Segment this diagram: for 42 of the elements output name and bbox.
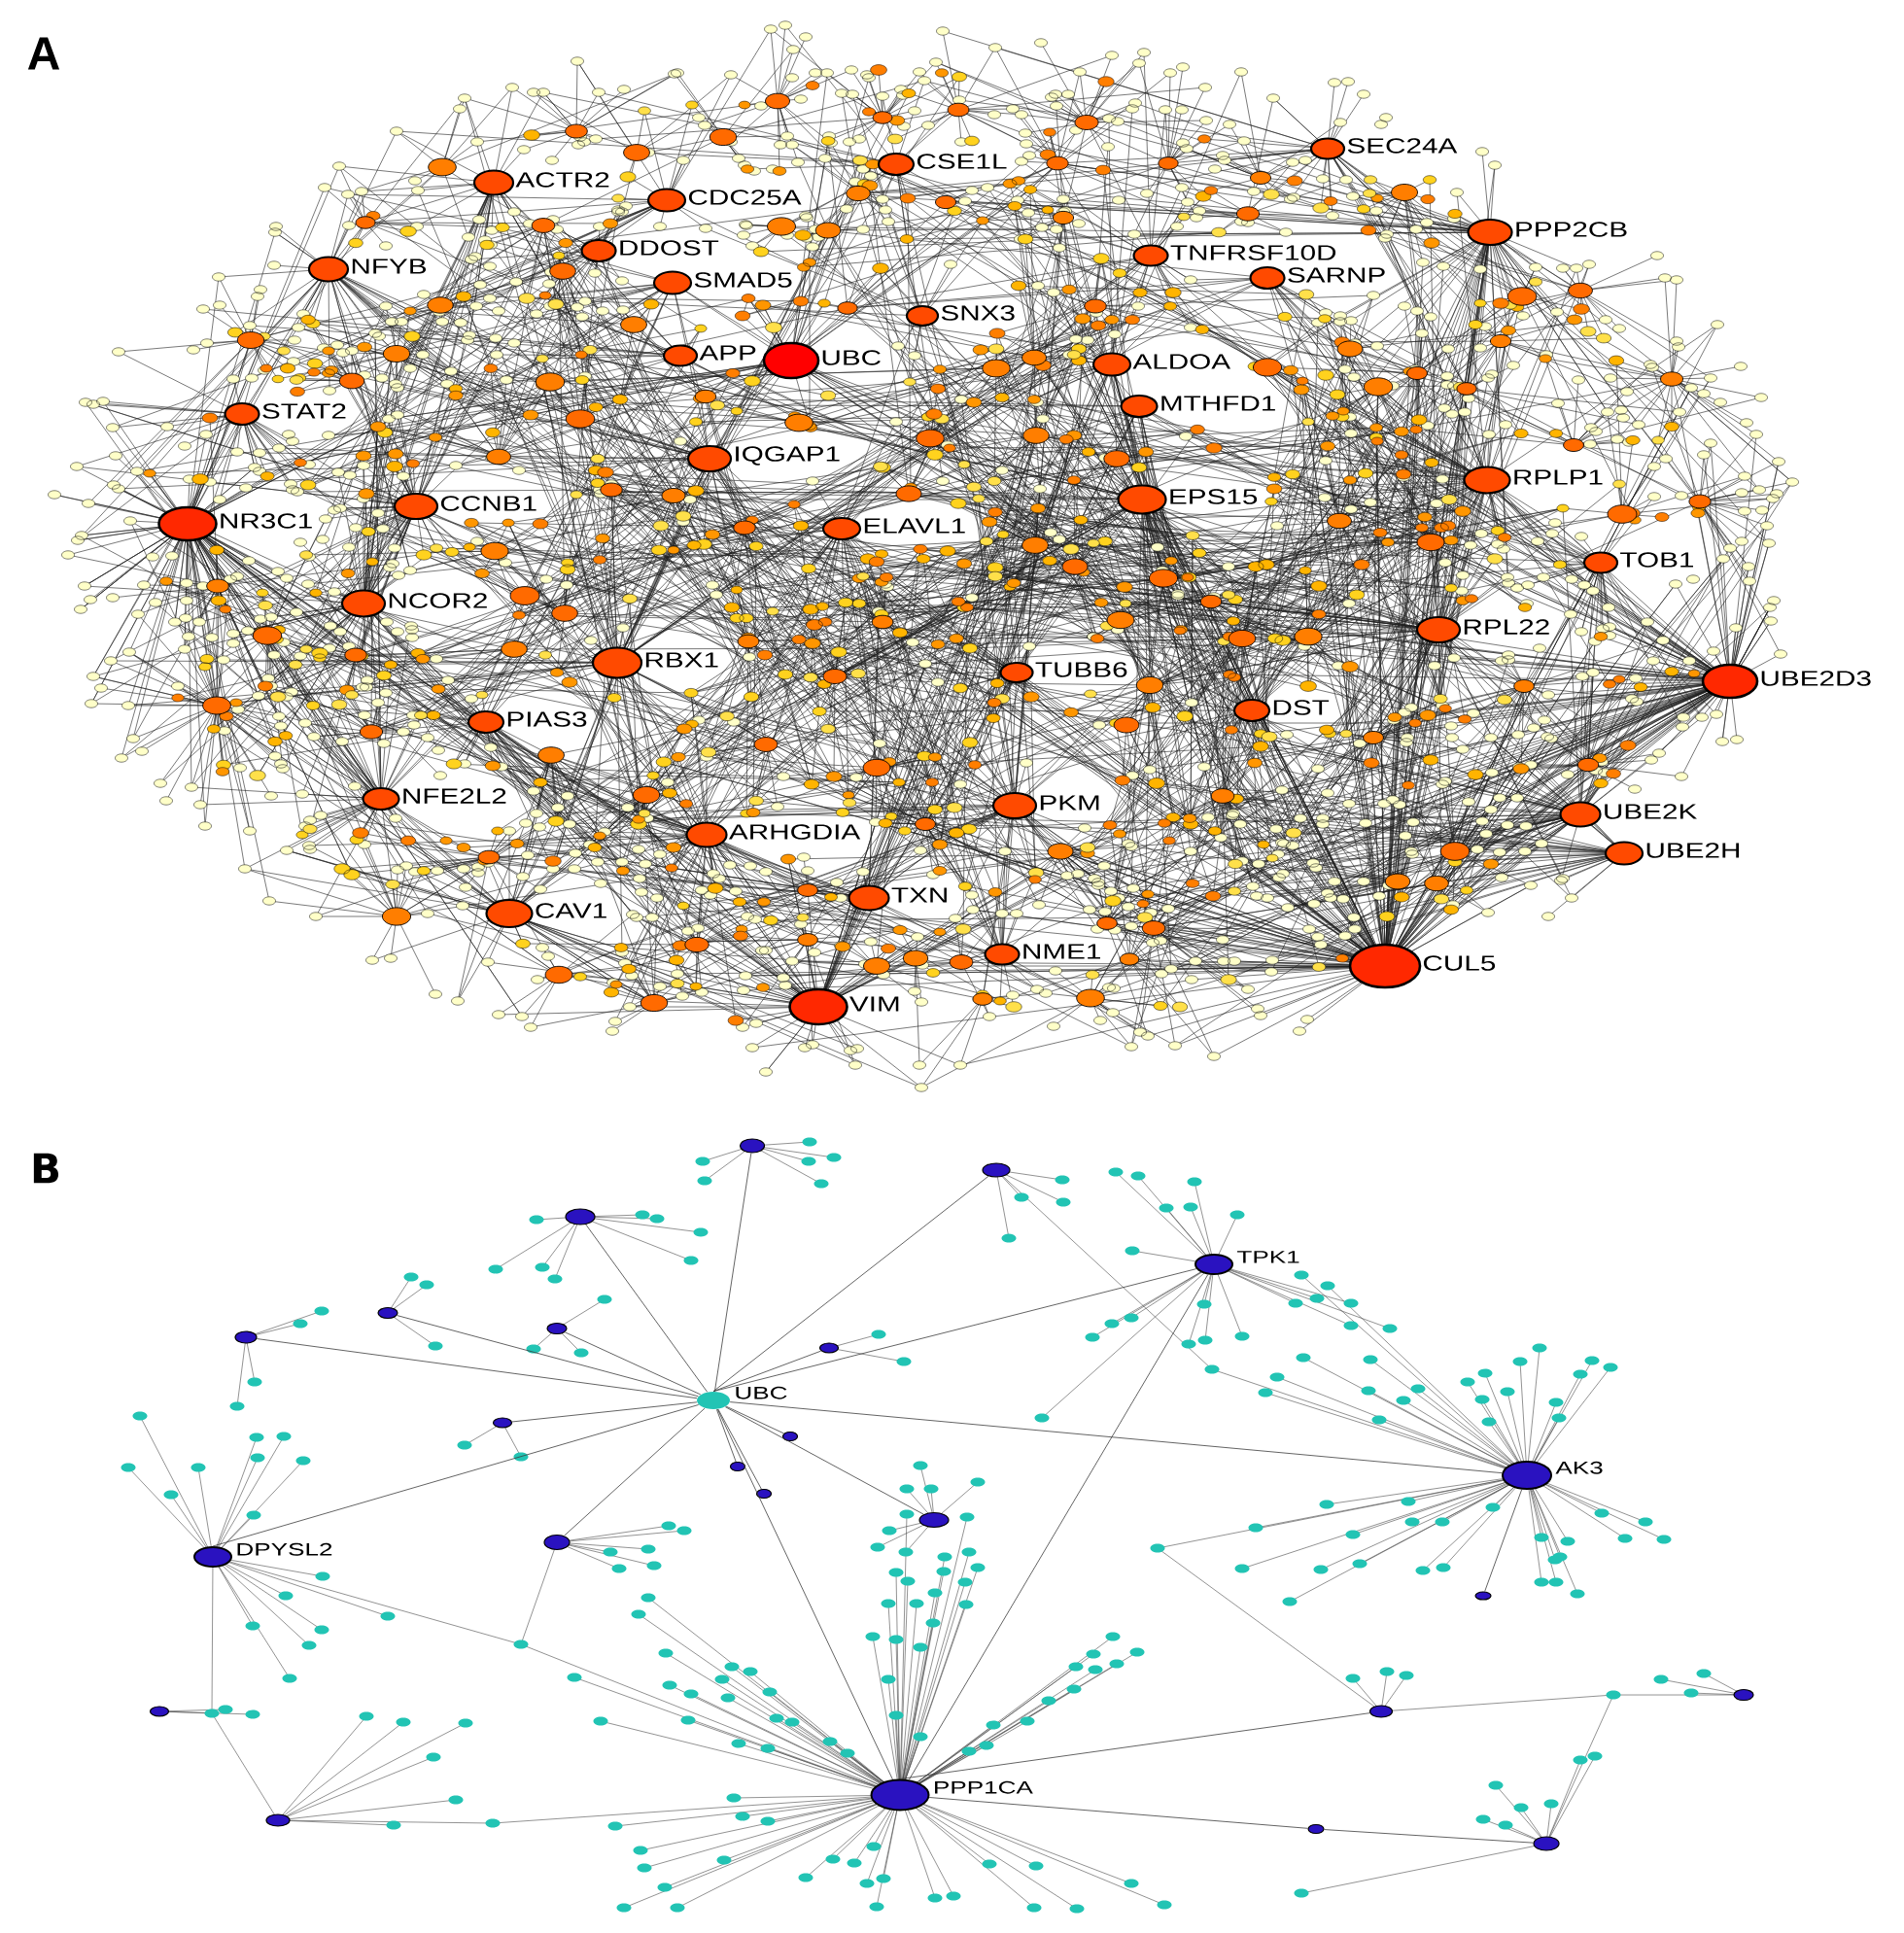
- node-label: RPLP1: [1514, 469, 1603, 485]
- node-label: PIAS3: [507, 711, 587, 727]
- node-label: DST: [1273, 700, 1330, 715]
- node-label: TOB1: [1620, 552, 1693, 568]
- node-label: NR3C1: [221, 513, 312, 529]
- node-label: CDC25A: [688, 190, 802, 205]
- node-label: EPS15: [1170, 489, 1258, 504]
- node-label: UBC: [822, 350, 881, 365]
- node-label: SMAD5: [694, 272, 792, 288]
- node-label: NCOR2: [389, 593, 487, 608]
- node-label: TUBB6: [1035, 662, 1127, 677]
- node-label: UBE2H: [1646, 843, 1740, 858]
- node-label: VIM: [849, 996, 899, 1012]
- panel-letter: A: [27, 37, 60, 70]
- node-label: CSE1L: [917, 154, 1007, 169]
- node-label: SEC24A: [1347, 138, 1458, 154]
- node-label: UBE2D3: [1761, 671, 1871, 686]
- node-label: SNX3: [941, 305, 1015, 321]
- node-label: PKM: [1040, 795, 1099, 811]
- node-label: RBX1: [645, 652, 718, 668]
- node-label: TNFRSF10D: [1170, 245, 1336, 260]
- node-label: SARNP: [1288, 267, 1385, 283]
- node-label: ALDOA: [1132, 354, 1231, 369]
- node-label: CAV1: [536, 903, 606, 918]
- node-label: NFE2L2: [403, 788, 506, 804]
- node-label: IQGAP1: [736, 446, 840, 466]
- panel-letter: B: [33, 1153, 59, 1184]
- node-label: ELAVL1: [864, 518, 965, 534]
- node-label: NME1: [1023, 944, 1100, 959]
- node-label: ARHGDIA: [728, 824, 861, 840]
- node-label: UBE2K: [1605, 804, 1697, 819]
- node-label: CCNB1: [440, 496, 537, 511]
- node-label: NFYB: [352, 259, 427, 274]
- node-label: STAT2: [262, 403, 346, 419]
- node-label: MTHFD1: [1161, 396, 1275, 411]
- node-label: PPP2CB: [1516, 222, 1627, 237]
- node-label: APP: [699, 345, 756, 361]
- node-label: TXN: [891, 887, 947, 903]
- node-label: DDOST: [620, 240, 719, 256]
- node-label: RPL22: [1464, 619, 1549, 635]
- node-label: CUL5: [1423, 955, 1496, 971]
- node-label: ACTR2: [515, 172, 609, 188]
